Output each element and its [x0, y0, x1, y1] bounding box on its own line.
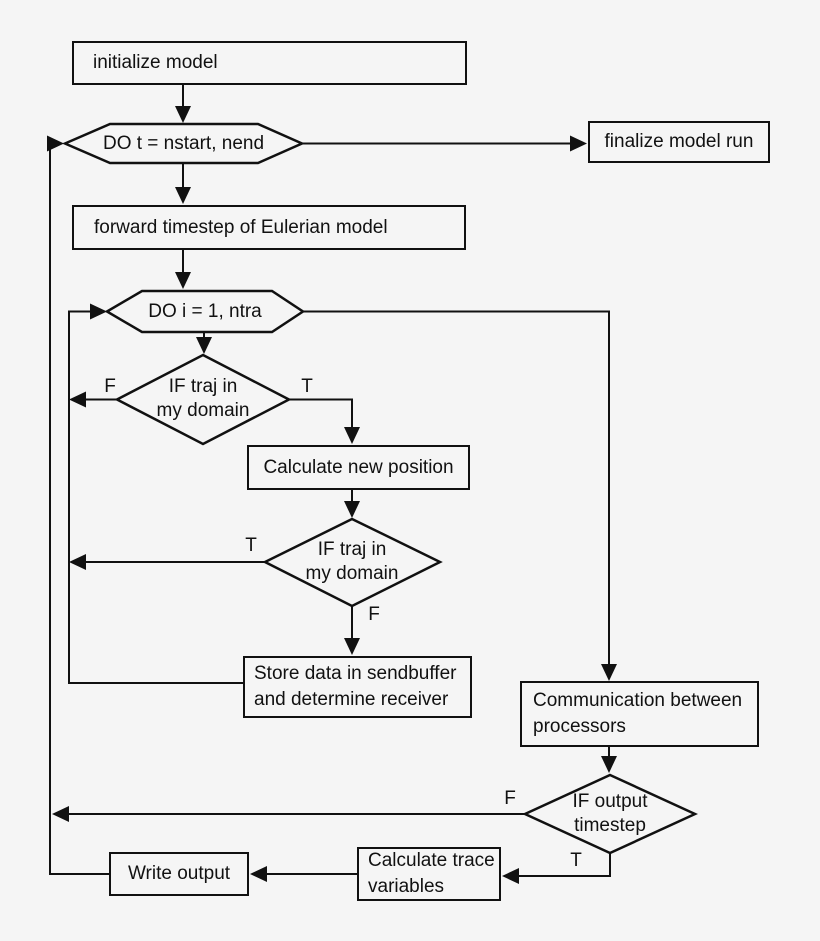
edge-if-traj-1-true [289, 398, 353, 442]
edge-store-loopback-do-i [68, 310, 243, 684]
if-output-line2: timestep [574, 815, 646, 836]
arrowhead-into-do-t-top [175, 106, 191, 123]
calculate-new-position-label: Calculate new position [263, 456, 454, 478]
arrowhead-into-calc-position [344, 427, 360, 444]
arrowhead-output-false-left [52, 806, 69, 822]
decision-diamond-if-output [522, 773, 698, 855]
arrowhead-traj2-true-left [69, 554, 86, 570]
branch-label-traj2-false: F [368, 604, 380, 625]
process-box-forward-timestep: forward timestep of Eulerian model [72, 205, 466, 250]
process-box-calculate-trace-variables: Calculate trace variables [357, 847, 501, 901]
process-box-communication: Communication between processors [520, 681, 759, 747]
arrowhead-into-if-traj-1 [196, 337, 212, 354]
store-sendbuffer-line1: Store data in sendbuffer [254, 663, 457, 684]
communication-line1: Communication between [533, 690, 743, 711]
arrowhead-traj1-false-left [69, 391, 86, 408]
edge-if-output-true [504, 853, 611, 877]
calculate-trace-line1: Calculate trace [368, 850, 495, 871]
arrowhead-into-forward [175, 187, 191, 204]
forward-timestep-label: forward timestep of Eulerian model [94, 216, 388, 238]
finalize-model-run-label: finalize model run [604, 131, 754, 152]
if-traj-2-line1: IF traj in [317, 539, 387, 560]
if-traj-1-label: IF traj in my domain [128, 375, 278, 423]
decision-diamond-if-traj-2 [262, 517, 443, 608]
if-traj-1-line1: IF traj in [168, 376, 238, 397]
arrowhead-into-if-traj-2 [344, 501, 360, 518]
arrowhead-into-write-output [250, 866, 267, 882]
branch-label-output-false: F [504, 788, 516, 809]
decision-diamond-if-traj-1 [114, 353, 292, 446]
initialize-model-label: initialize model [93, 52, 218, 73]
process-box-initialize-model: initialize model [72, 41, 467, 85]
if-traj-2-label: IF traj in my domain [277, 538, 427, 586]
loop-hexagon-do-t [61, 122, 306, 165]
process-box-finalize-model-run: finalize model run [588, 121, 770, 163]
branch-label-output-true: T [570, 850, 582, 871]
process-box-calculate-new-position: Calculate new position [247, 445, 470, 490]
if-output-line1: IF output [572, 791, 648, 812]
branch-label-traj1-false: F [104, 376, 116, 397]
arrowhead-into-store [344, 638, 360, 655]
arrowhead-into-communication [601, 664, 617, 681]
edge-write-loopback-do-t [49, 142, 109, 875]
calculate-trace-line2: variables [368, 876, 445, 897]
edge-do-i-to-communication [303, 310, 610, 678]
if-traj-2-line2: my domain [305, 563, 399, 584]
communication-line2: processors [533, 716, 626, 737]
arrowhead-into-do-i-top [175, 272, 191, 289]
branch-label-traj2-true: T [245, 535, 257, 556]
process-box-store-sendbuffer: Store data in sendbuffer and determine r… [243, 656, 472, 718]
store-sendbuffer-line2: and determine receiver [254, 689, 449, 710]
if-output-label: IF output timestep [535, 790, 685, 838]
arrowhead-into-do-t-left [47, 135, 64, 152]
if-traj-1-line2: my domain [156, 400, 250, 421]
branch-label-traj1-true: T [301, 376, 313, 397]
arrowhead-into-do-i-left [90, 303, 107, 320]
write-output-label: Write output [127, 863, 231, 884]
process-box-write-output: Write output [109, 852, 249, 896]
do-t-loop-label: DO t = nstart, nend [102, 133, 265, 154]
arrowhead-into-calc-trace [502, 868, 519, 884]
arrowhead-into-if-output [601, 756, 617, 773]
arrowhead-into-finalize [570, 135, 587, 152]
do-i-loop-label: DO i = 1, ntra [148, 301, 262, 322]
loop-hexagon-do-i [104, 289, 306, 334]
